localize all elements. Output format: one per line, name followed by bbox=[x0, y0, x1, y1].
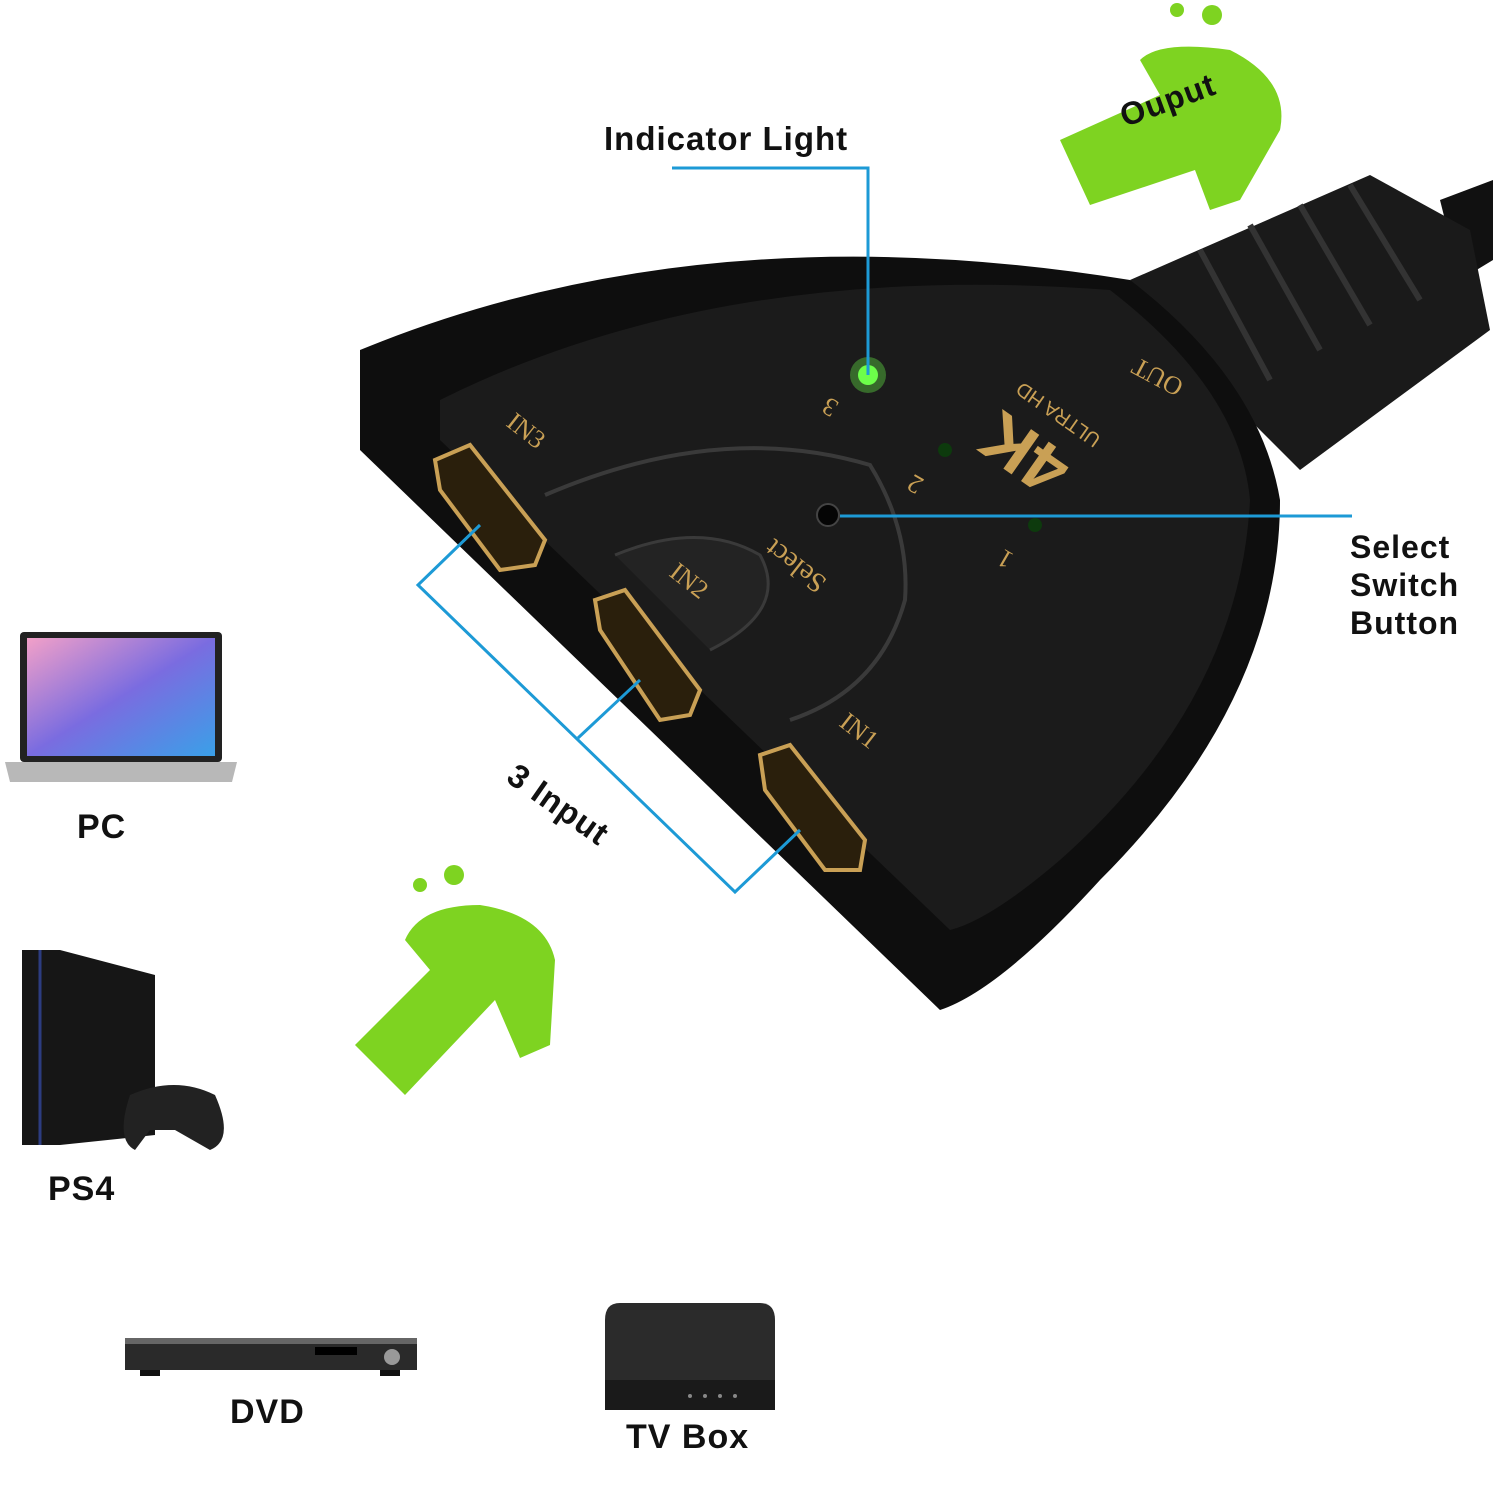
select-switch-line-1: Select bbox=[1350, 529, 1451, 565]
port-in3 bbox=[432, 442, 548, 573]
select-button bbox=[816, 503, 840, 527]
source-label-ps4: PS4 bbox=[48, 1170, 116, 1208]
port-in2 bbox=[592, 587, 703, 723]
input-callout-bracket bbox=[415, 523, 802, 895]
source-label-dvd: DVD bbox=[230, 1393, 305, 1431]
select-switch-label: Select Switch Button bbox=[1350, 528, 1459, 642]
indicator-callout-line bbox=[672, 166, 870, 375]
port-in1 bbox=[757, 742, 868, 872]
select-switch-line-3: Button bbox=[1350, 605, 1460, 641]
indicator-led-1 bbox=[1028, 518, 1042, 532]
indicator-light-label: Indicator Light bbox=[604, 120, 849, 157]
source-label-pc: PC bbox=[77, 808, 127, 846]
cable-connector bbox=[1130, 175, 1490, 470]
select-switch-line-2: Switch bbox=[1350, 567, 1460, 603]
game-console-icon bbox=[22, 950, 224, 1150]
switch-top bbox=[440, 284, 1250, 930]
output-arrow-icon bbox=[1060, 46, 1282, 211]
input-arrow-icon bbox=[355, 905, 555, 1095]
tv-box-icon bbox=[605, 1303, 775, 1410]
dvd-player-icon bbox=[125, 1338, 417, 1376]
laptop-icon bbox=[5, 632, 237, 782]
source-label-tv-box: TV Box bbox=[626, 1418, 750, 1456]
indicator-led-2 bbox=[938, 443, 952, 457]
